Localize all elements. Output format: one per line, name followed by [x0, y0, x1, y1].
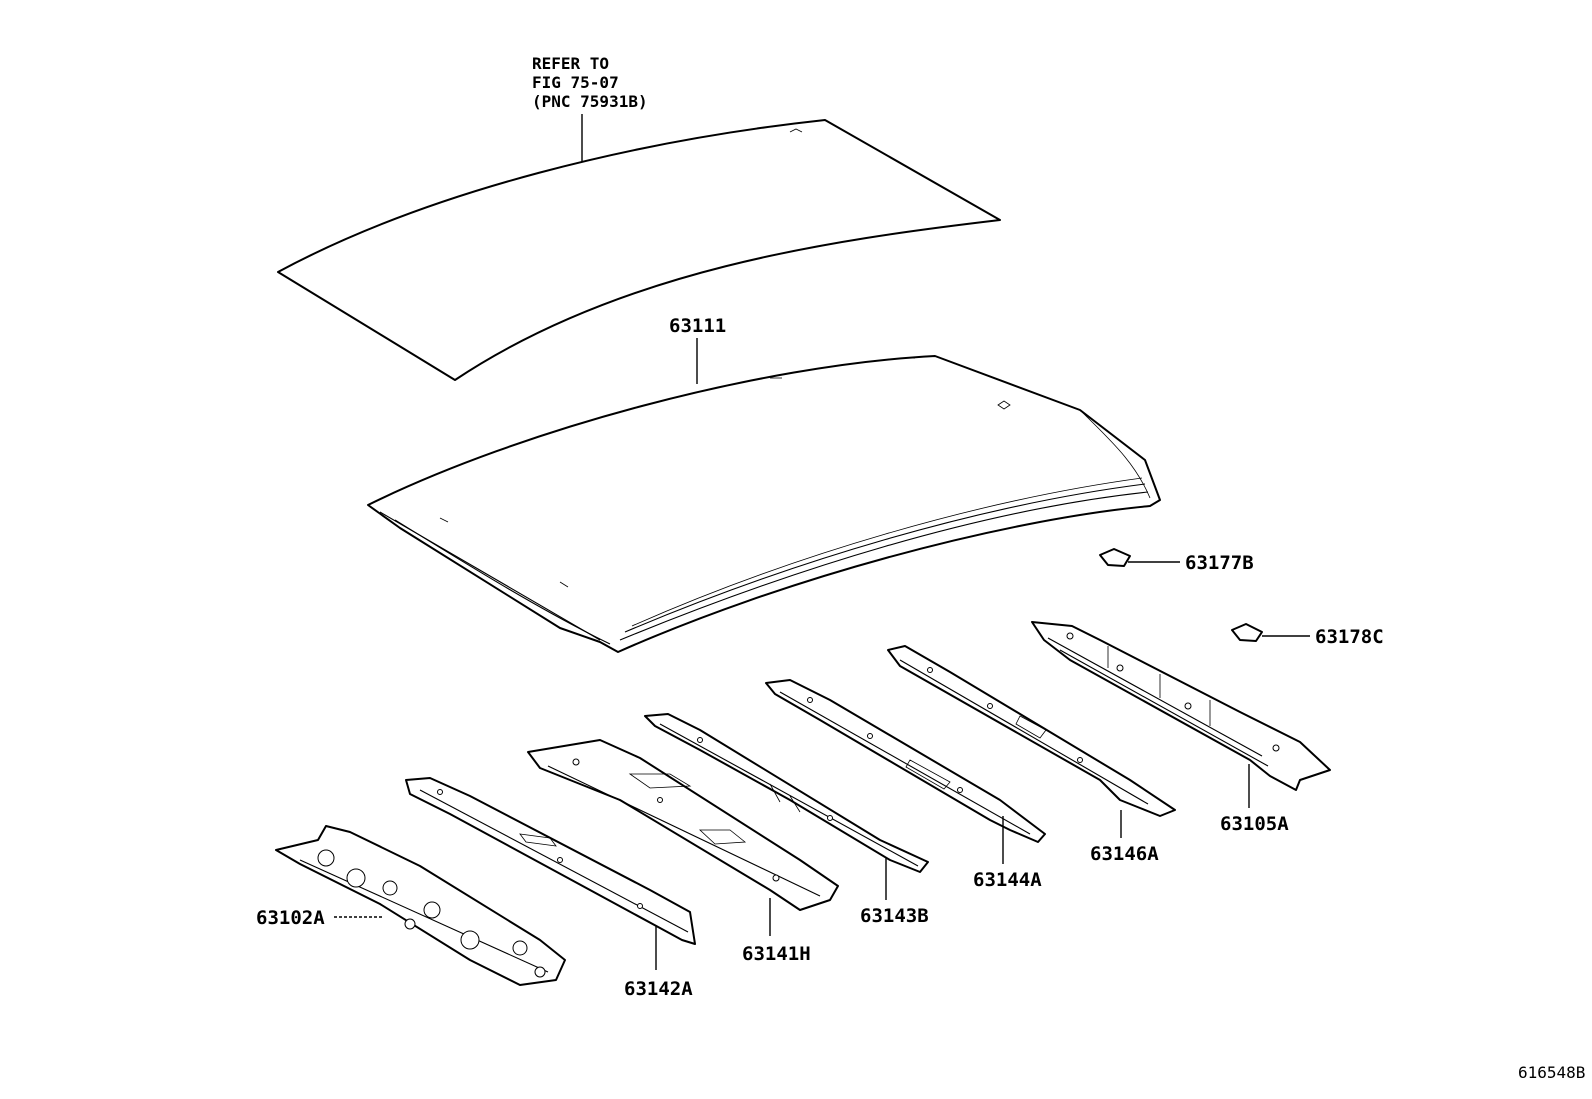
roof-bow-63146a: [887, 645, 1176, 817]
plug-63177b: [1099, 548, 1131, 567]
label-bow-4: 63143B: [860, 905, 929, 927]
label-roof-panel: 63111: [669, 315, 726, 337]
label-front-header: 63102A: [256, 907, 325, 929]
front-header-panel: [275, 825, 566, 986]
roof-panel: [367, 355, 1161, 653]
roof-bow-63143b: [644, 713, 929, 873]
label-rear-header: 63105A: [1220, 813, 1289, 835]
reference-note-line1: REFER TO: [532, 54, 609, 73]
label-bow-3: 63141H: [742, 943, 811, 965]
reference-note-line2: FIG 75-07: [532, 73, 619, 92]
roof-bow-63144a: [765, 679, 1046, 843]
roof-bow-63142a: [405, 777, 696, 945]
label-bow-5: 63144A: [973, 869, 1042, 891]
roof-glass-outline: [277, 119, 1001, 381]
label-bow-6: 63146A: [1090, 843, 1159, 865]
label-plug-1: 63177B: [1185, 552, 1254, 574]
rear-header-panel: [1031, 621, 1331, 791]
label-plug-2: 63178C: [1315, 626, 1384, 648]
leader-lines: [334, 114, 1310, 970]
label-bow-2: 63142A: [624, 978, 693, 1000]
diagram-id: 616548B: [1518, 1063, 1585, 1082]
roof-bow-63141h: [527, 739, 839, 911]
plug-63178c: [1231, 623, 1263, 642]
reference-note-line3: (PNC 75931B): [532, 92, 648, 111]
